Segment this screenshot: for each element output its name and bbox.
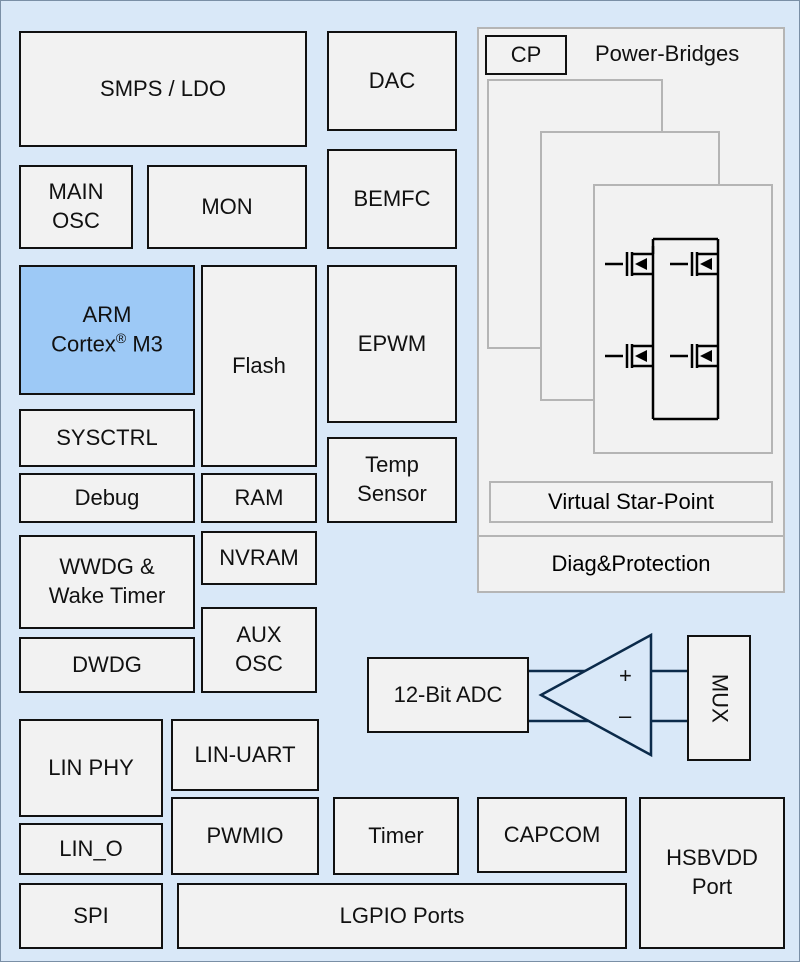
aux-osc-label: AUX OSC: [235, 622, 283, 676]
dac-label: DAC: [368, 67, 416, 93]
spi-label: SPI: [73, 902, 109, 928]
flash-label: Flash: [232, 352, 286, 378]
nvram-label: NVRAM: [219, 544, 299, 570]
epwm-label: EPWM: [357, 330, 427, 356]
temp-sensor-block: Temp Sensor: [327, 437, 457, 523]
lgpio-ports-block: LGPIO Ports: [177, 883, 627, 949]
ram-block: RAM: [201, 473, 317, 523]
debug-block: Debug: [19, 473, 195, 523]
lgpio-label: LGPIO Ports: [339, 902, 465, 928]
lin-uart-label: LIN-UART: [194, 741, 296, 767]
pwmio-label: PWMIO: [206, 822, 284, 848]
spi-block: SPI: [19, 883, 163, 949]
sysctrl-block: SYSCTRL: [19, 409, 195, 467]
diag-protection-label: Diag&Protection: [551, 551, 711, 576]
temp-sensor-label: Temp Sensor: [357, 452, 427, 506]
opamp-triangle: [538, 632, 653, 758]
arm-cortex-label: Cortex® M3: [51, 329, 163, 359]
smps-ldo-label: SMPS / LDO: [100, 75, 226, 101]
opamp-minus-sign: –: [619, 703, 632, 728]
mosfet-bridge-icon: [605, 237, 720, 421]
main-osc-label: MAIN OSC: [48, 179, 104, 233]
mon-block: MON: [147, 165, 307, 249]
cp-block: CP: [485, 35, 567, 75]
cortex-text: Cortex: [51, 331, 116, 357]
bemfc-block: BEMFC: [327, 149, 457, 249]
adc-label: 12-Bit ADC: [393, 681, 503, 707]
lin-o-block: LIN_O: [19, 823, 163, 875]
opamp-plus-sign: +: [619, 663, 632, 688]
hsbvdd-port-block: HSBVDD Port: [639, 797, 785, 949]
wwdg-label: WWDG & Wake Timer: [48, 554, 166, 608]
capcom-label: CAPCOM: [503, 821, 601, 847]
lin-o-label: LIN_O: [59, 835, 123, 861]
dwdg-label: DWDG: [72, 651, 142, 677]
adc-block: 12-Bit ADC: [367, 657, 529, 733]
lin-phy-block: LIN PHY: [19, 719, 163, 817]
mon-label: MON: [201, 193, 253, 219]
sysctrl-label: SYSCTRL: [56, 424, 158, 450]
flash-block: Flash: [201, 265, 317, 467]
lin-phy-label: LIN PHY: [48, 754, 134, 780]
timer-label: Timer: [368, 822, 424, 848]
virtual-star-point-block: Virtual Star-Point: [489, 481, 773, 523]
bemfc-label: BEMFC: [353, 185, 431, 211]
bridge-frame-3: [593, 184, 773, 454]
dwdg-block: DWDG: [19, 637, 195, 693]
debug-label: Debug: [74, 484, 140, 510]
capcom-block: CAPCOM: [477, 797, 627, 873]
ram-label: RAM: [234, 484, 284, 510]
diag-protection-block: Diag&Protection: [477, 535, 785, 593]
epwm-block: EPWM: [327, 265, 457, 423]
m3-text: M3: [126, 331, 163, 357]
arm-label: ARM: [82, 301, 132, 327]
nvram-block: NVRAM: [201, 531, 317, 585]
wwdg-wake-timer-block: WWDG & Wake Timer: [19, 535, 195, 629]
aux-osc-block: AUX OSC: [201, 607, 317, 693]
mux-label: MUX: [707, 673, 733, 723]
virtual-star-point-label: Virtual Star-Point: [548, 489, 714, 514]
dac-block: DAC: [327, 31, 457, 131]
mux-block: MUX: [687, 635, 751, 761]
cp-label: CP: [510, 41, 542, 67]
smps-ldo-block: SMPS / LDO: [19, 31, 307, 147]
hsbvdd-label: HSBVDD Port: [666, 845, 758, 899]
power-bridges-title: Power-Bridges: [595, 41, 740, 66]
lin-uart-block: LIN-UART: [171, 719, 319, 791]
timer-block: Timer: [333, 797, 459, 875]
pwmio-block: PWMIO: [171, 797, 319, 875]
registered-mark: ®: [115, 330, 127, 347]
main-osc-block: MAIN OSC: [19, 165, 133, 249]
arm-cortex-m3-block: ARM Cortex® M3: [19, 265, 195, 395]
